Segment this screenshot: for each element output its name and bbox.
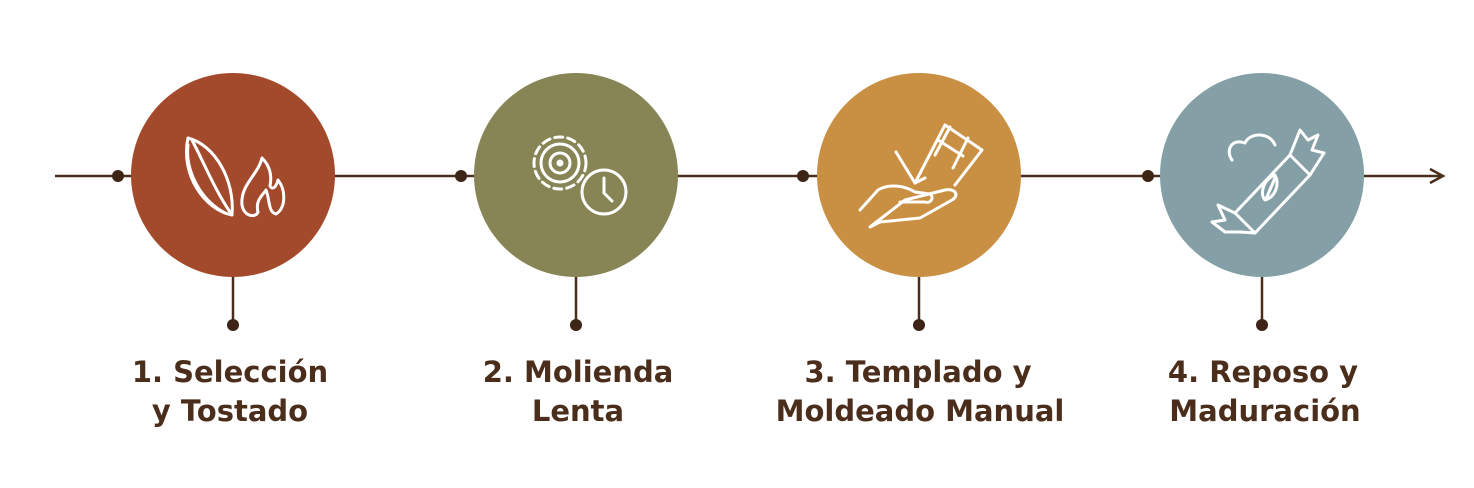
connector-dot xyxy=(455,170,467,182)
hand-chocolate-bar-icon xyxy=(858,123,984,229)
arrow-head-icon xyxy=(1429,167,1446,185)
step-label-line2: Lenta xyxy=(532,394,624,428)
wrapped-candy-icon xyxy=(1210,128,1326,235)
step-2: 2. Molienda Lenta xyxy=(455,73,678,428)
step-3: 3. Templado y Moldeado Manual xyxy=(776,73,1065,428)
connector-dot xyxy=(1142,170,1154,182)
step-label-line2: Maduración xyxy=(1169,394,1360,428)
step-label-line2: y Tostado xyxy=(152,394,308,428)
step-label-line1: 2. Molienda xyxy=(483,355,674,389)
step-circle xyxy=(1160,73,1364,277)
step-circle xyxy=(131,73,335,277)
connector-dot xyxy=(570,319,582,331)
step-1: 1. Selección y Tostado xyxy=(112,73,335,428)
connector-dot xyxy=(1256,319,1268,331)
step-4: 4. Reposo y Maduración xyxy=(1142,73,1364,428)
connector-dot xyxy=(913,319,925,331)
cocoa-bean-fire-icon xyxy=(185,136,286,218)
gear-clock-icon xyxy=(532,135,628,216)
connector-dot xyxy=(112,170,124,182)
step-label-line1: 3. Templado y xyxy=(804,355,1031,389)
connector-dot xyxy=(227,319,239,331)
step-label-line1: 1. Selección xyxy=(132,355,328,389)
step-label-line1: 4. Reposo y xyxy=(1168,355,1358,389)
step-label-line2: Moldeado Manual xyxy=(776,394,1065,428)
connector-dot xyxy=(797,170,809,182)
